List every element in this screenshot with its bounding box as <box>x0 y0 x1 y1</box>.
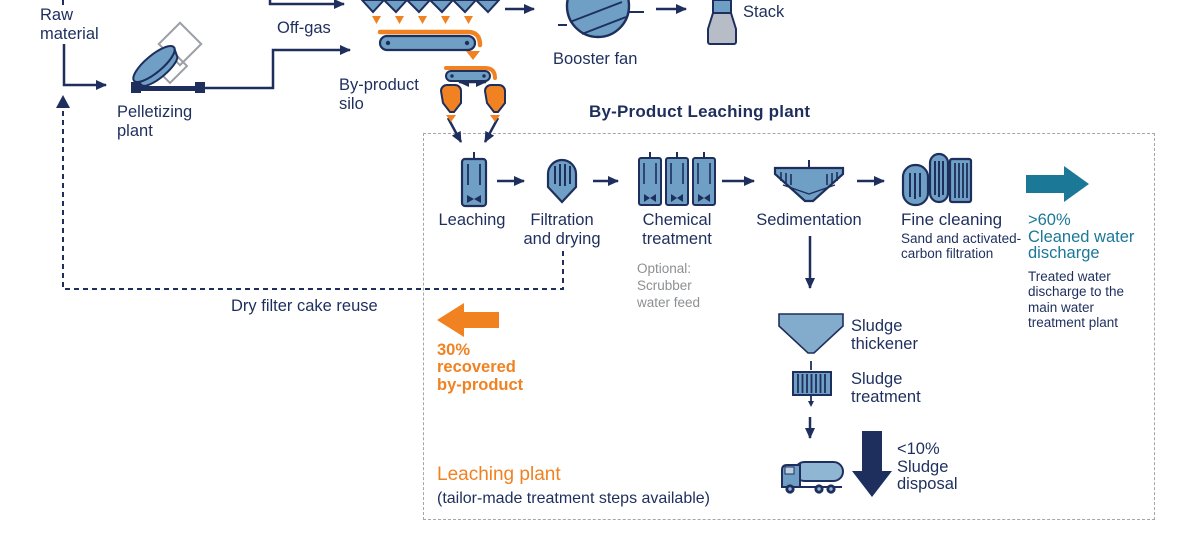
off-gas-label: Off-gas <box>277 19 331 37</box>
sludge-thickener-label: Sludge thickener <box>851 317 918 354</box>
water-discharge-arrow-icon <box>1026 166 1089 202</box>
sludge-disposal-label: <10% Sludge disposal <box>897 440 958 494</box>
step-filtration-label: Filtration and drying <box>523 211 601 248</box>
recovered-byproduct-label: 30% recovered by-product <box>437 341 524 394</box>
filtration-dryer-icon <box>546 158 578 204</box>
pelletizing-plant-label: Pelletizing plant <box>117 103 193 140</box>
recycle-dashed-path <box>62 106 564 290</box>
offgas-filter-icon <box>360 0 501 24</box>
sedimentation-icon <box>773 160 845 203</box>
recovered-byproduct-arrow-icon <box>437 303 499 337</box>
treated-water-note: Treated water discharge to the main wate… <box>1028 269 1125 330</box>
sludge-truck-icon <box>781 461 844 494</box>
sludge-disposal-arrow-icon <box>852 431 892 497</box>
leaching-plant-boundary <box>423 133 1155 520</box>
chemical-treatment-tanks-icon <box>638 152 716 206</box>
step-sedimentation-label: Sedimentation <box>756 211 862 229</box>
byproduct-silo-icon <box>483 84 506 122</box>
leaching-plant-title: By-Product Leaching plant <box>589 102 811 121</box>
stack-icon <box>707 0 737 45</box>
fine-cleaning-note: Sand and activated- carbon filtration <box>901 231 1022 262</box>
leaching-plant-footer-name: Leaching plant <box>437 464 561 485</box>
booster-fan-icon <box>558 0 644 39</box>
step-fine-cleaning-label: Fine cleaning <box>901 210 1003 229</box>
booster-fan-label: Booster fan <box>553 50 638 68</box>
sludge-thickener-icon <box>778 313 844 354</box>
conveyor-icon <box>377 29 483 52</box>
leaching-tank-icon <box>460 152 488 208</box>
small-conveyor-icon <box>444 66 497 82</box>
step-leaching-label: Leaching <box>438 211 506 229</box>
sludge-treatment-label: Sludge treatment <box>851 370 921 407</box>
cleaned-water-headline: >60% Cleaned water discharge <box>1028 211 1135 262</box>
stack-label: Stack <box>743 3 785 21</box>
by-product-silo-label: By-product silo <box>339 76 419 113</box>
leaching-plant-footer-note: (tailor-made treatment steps available) <box>437 490 711 507</box>
byproduct-silo-icon <box>439 84 462 122</box>
dry-filter-cake-label: Dry filter cake reuse <box>231 297 378 315</box>
pelletizing-plant-icon <box>131 21 205 93</box>
step-chemical-label: Chemical treatment <box>642 211 712 248</box>
drop-arrow-icon <box>466 51 480 60</box>
chemical-optional-note: Optional: Scrubber water feed <box>637 261 701 310</box>
fine-cleaning-filters-icon <box>901 152 973 207</box>
raw-material-label: Raw material <box>40 6 99 43</box>
sludge-treatment-icon <box>792 371 832 396</box>
